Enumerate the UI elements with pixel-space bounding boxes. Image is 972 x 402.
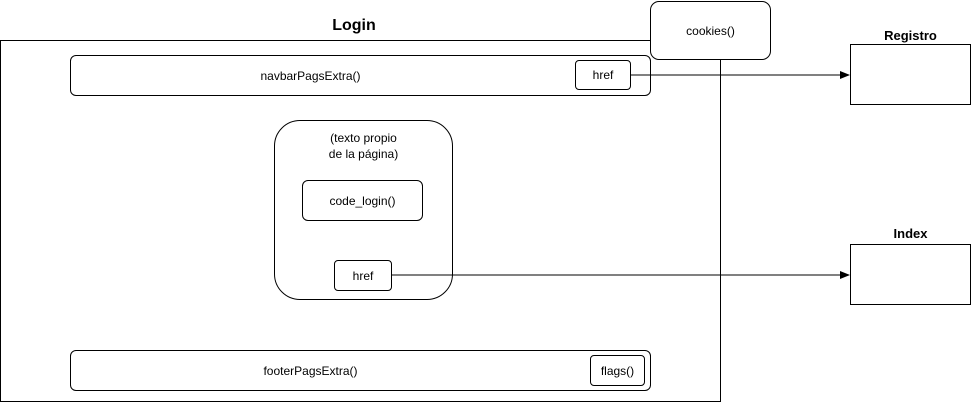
- footer-component: footerPagsExtra(): [70, 350, 651, 391]
- flags-box: flags(): [590, 355, 645, 386]
- footer-label: footerPagsExtra(): [263, 363, 358, 378]
- index-title: Index: [893, 226, 928, 241]
- flags-label: flags(): [600, 363, 635, 378]
- code-login-box: code_login(): [302, 180, 423, 221]
- navbar-component: navbarPagsExtra(): [70, 55, 651, 96]
- code-login-label: code_login(): [329, 193, 396, 208]
- index-page-box: [850, 244, 971, 305]
- registro-title: Registro: [884, 28, 937, 43]
- content-href-label: href: [352, 268, 374, 283]
- navbar-href-box: href: [575, 60, 631, 90]
- registro-page-box: [850, 44, 971, 105]
- cookies-label: cookies(): [686, 23, 735, 38]
- navbar-label: navbarPagsExtra(): [260, 68, 361, 83]
- login-title: Login: [332, 17, 376, 34]
- navbar-href-label: href: [592, 68, 614, 82]
- cookies-box: cookies(): [650, 1, 771, 60]
- page-content-label: (texto propio de la página): [328, 131, 399, 161]
- content-href-box: href: [334, 260, 392, 291]
